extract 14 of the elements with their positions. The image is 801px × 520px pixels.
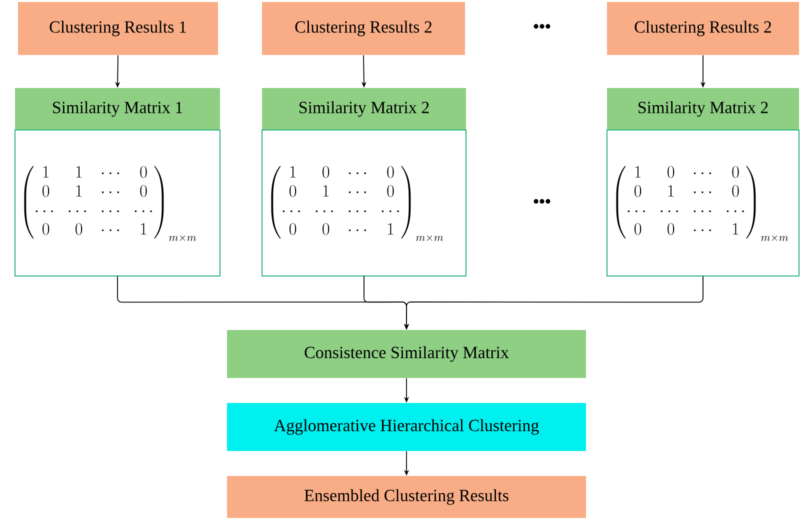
process-box: Similarity Matrix 1 bbox=[15, 88, 220, 130]
process-box: Clustering Results 2 bbox=[607, 2, 799, 55]
ellipsis-dots: ••• bbox=[534, 24, 550, 29]
process-box: Similarity Matrix 2 bbox=[607, 88, 799, 130]
ellipsis-dots: ••• bbox=[534, 199, 550, 204]
matrix-box: $\begin{pmatrix}1 & 0 & \cdots & 0\\ 0 & 1 & \cdots & 0\\ \cdots & \cdots & \cdots & \cdots\\ 0 & 0 & \cdots & 1\end{pmatrix}_{m\times m}$ bbox=[262, 130, 466, 276]
process-box: Agglomerative Hierarchical Clustering bbox=[227, 403, 586, 451]
matrix-box: $\begin{pmatrix}1 & 0 & \cdots & 0\\ 0 & 1 & \cdots & 0\\ \cdots & \cdots & \cdots & \cdots\\ 0 & 0 & \cdots & 1\end{pmatrix}_{m\times m}$ bbox=[606, 130, 800, 276]
process-box: Consistence Similarity Matrix bbox=[227, 330, 586, 378]
matrix-box: $\begin{pmatrix}1 & 1 & \cdots & 0\\ 0 & 1 & \cdots & 0\\ \cdots & \cdots & \cdots & \cdots\\ 0 & 0 & \cdots & 1\end{pmatrix}_{m\times m}$ bbox=[14, 130, 220, 276]
process-box: Clustering Results 2 bbox=[262, 2, 465, 55]
process-box: Ensembled Clustering Results bbox=[227, 476, 586, 518]
process-box: Similarity Matrix 2 bbox=[262, 88, 466, 130]
process-box: Clustering Results 1 bbox=[18, 2, 218, 55]
